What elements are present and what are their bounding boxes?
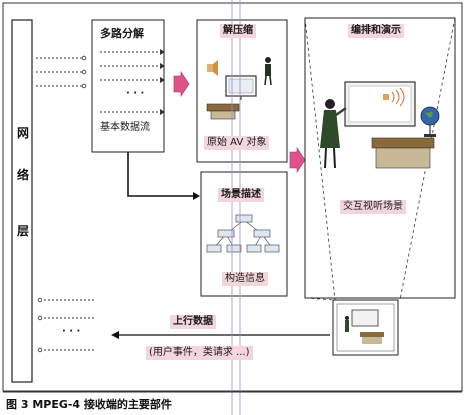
incoming-stream-dots bbox=[81, 55, 87, 89]
network-layer-char-2: 络 bbox=[17, 168, 30, 182]
demux-to-scene-arrow bbox=[127, 152, 194, 197]
globe-icon bbox=[420, 106, 440, 137]
desk-icon bbox=[206, 103, 240, 120]
guide-lines bbox=[231, 0, 241, 415]
network-layer-box bbox=[11, 19, 33, 383]
demux-box bbox=[91, 19, 165, 153]
demux-to-scene-arrowhead bbox=[193, 192, 200, 200]
outgoing-stream-dots bbox=[37, 297, 43, 353]
whiteboard-icon bbox=[344, 81, 416, 127]
scene-subtitle: 构造信息 bbox=[222, 272, 268, 286]
upstream-dots: · · · bbox=[62, 326, 81, 337]
pink-arrow-decompress bbox=[289, 147, 306, 173]
scene-tree-icon bbox=[206, 214, 280, 253]
network-layer-char-3: 层 bbox=[17, 224, 30, 238]
demux-stream-arrows bbox=[160, 49, 165, 115]
large-presenter-icon bbox=[320, 99, 347, 169]
presenter-icon bbox=[264, 57, 272, 86]
decompress-subtitle: 原始 AV 对象 bbox=[204, 136, 270, 150]
pink-arrow-demux bbox=[173, 71, 190, 97]
demux-streams bbox=[100, 51, 160, 113]
incoming-streams bbox=[36, 57, 84, 87]
upstream-arrowhead bbox=[111, 331, 119, 339]
demux-subtitle: 基本数据流 bbox=[100, 122, 150, 133]
compose-title: 编排和演示 bbox=[348, 24, 404, 38]
outer-frame bbox=[2, 2, 463, 392]
large-desk-icon bbox=[371, 137, 435, 169]
demux-title: 多路分解 bbox=[100, 27, 144, 40]
outgoing-streams bbox=[40, 299, 94, 351]
demux-dots: · · · bbox=[126, 88, 145, 99]
sound-waves-icon bbox=[383, 87, 405, 107]
speaker-icon bbox=[207, 60, 218, 76]
scene-title: 场景描述 bbox=[218, 188, 264, 202]
compose-subtitle: 交互视听场景 bbox=[340, 200, 406, 214]
perspective-lines bbox=[304, 17, 456, 301]
network-layer-char-1: 网 bbox=[17, 126, 30, 140]
monitor-icon bbox=[225, 75, 257, 100]
decompress-title: 解压缩 bbox=[220, 24, 256, 38]
preview-scene-icon bbox=[345, 309, 384, 344]
upstream-title: 上行数据 bbox=[170, 315, 216, 329]
upstream-subtitle: (用户事件，类请求 ...) bbox=[146, 346, 253, 360]
figure-caption: 图 3 MPEG-4 接收端的主要部件 bbox=[6, 398, 172, 411]
